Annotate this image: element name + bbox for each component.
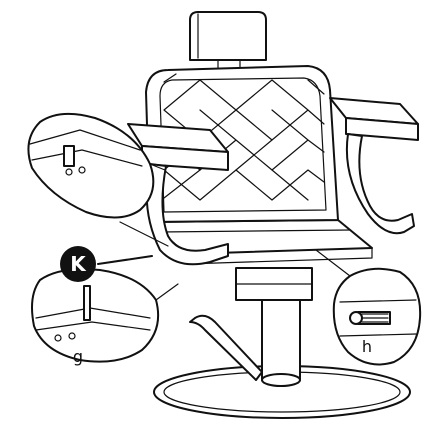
callout-k-label: K — [70, 252, 87, 276]
hydraulic-column — [235, 267, 313, 387]
right-armrest — [329, 97, 419, 235]
foot-pedal — [189, 314, 263, 381]
callout-k-leader — [97, 255, 153, 265]
backrest — [145, 65, 339, 223]
detail-inset-top-left — [27, 112, 169, 247]
part-label-g: g — [73, 347, 83, 366]
headrest — [189, 11, 267, 73]
callout-k: K — [60, 246, 96, 282]
part-label-h: h — [362, 337, 372, 356]
detail-inset-h — [315, 249, 422, 366]
detail-inset-g — [31, 268, 179, 363]
